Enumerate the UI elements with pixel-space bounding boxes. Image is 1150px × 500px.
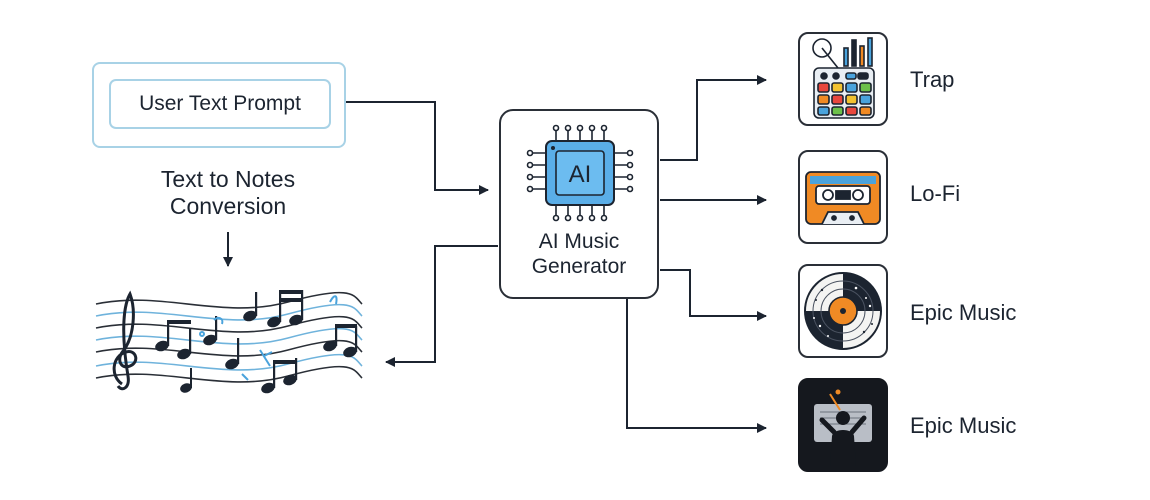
arrow-to-epic-1 [660, 269, 767, 321]
conversion-line-1: Text to Notes [160, 166, 296, 192]
drum-pad-icon [812, 37, 875, 119]
user-prompt-label: User Text Prompt [109, 79, 331, 129]
cassette-icon [805, 171, 881, 225]
conversion-line-2: Conversion [169, 193, 287, 219]
ai-chip-label: AI [569, 161, 592, 188]
vinyl-record-icon [804, 272, 882, 350]
output-label-trap: Trap [910, 67, 955, 92]
output-trap-icon-box [798, 32, 888, 126]
arrow-prompt-to-generator [346, 101, 489, 195]
output-label-epic-1: Epic Music [910, 300, 1017, 325]
user-prompt-box: User Text Prompt [92, 62, 346, 148]
music-staff-icon [95, 290, 363, 394]
arrow-generator-to-notes [385, 245, 498, 367]
conversion-step-label: Text to Notes Conversion [120, 166, 336, 220]
generator-label: AI Music Generator [501, 229, 657, 279]
output-label-lofi: Lo-Fi [910, 181, 961, 206]
output-epic-1-icon-box [798, 264, 888, 358]
ai-music-generator-box: AI AI Music Generator [499, 109, 659, 299]
arrow-to-epic-2 [626, 299, 767, 433]
arrow-to-trap [660, 75, 767, 161]
ai-chip-icon: AI [526, 124, 634, 222]
output-lofi-icon-box [798, 150, 888, 244]
generator-line-2: Generator [531, 255, 627, 278]
generator-line-1: AI Music [538, 230, 620, 253]
output-epic-2-icon-box [798, 378, 888, 472]
output-label-epic-2: Epic Music [910, 413, 1017, 438]
conductor-icon [814, 389, 872, 466]
